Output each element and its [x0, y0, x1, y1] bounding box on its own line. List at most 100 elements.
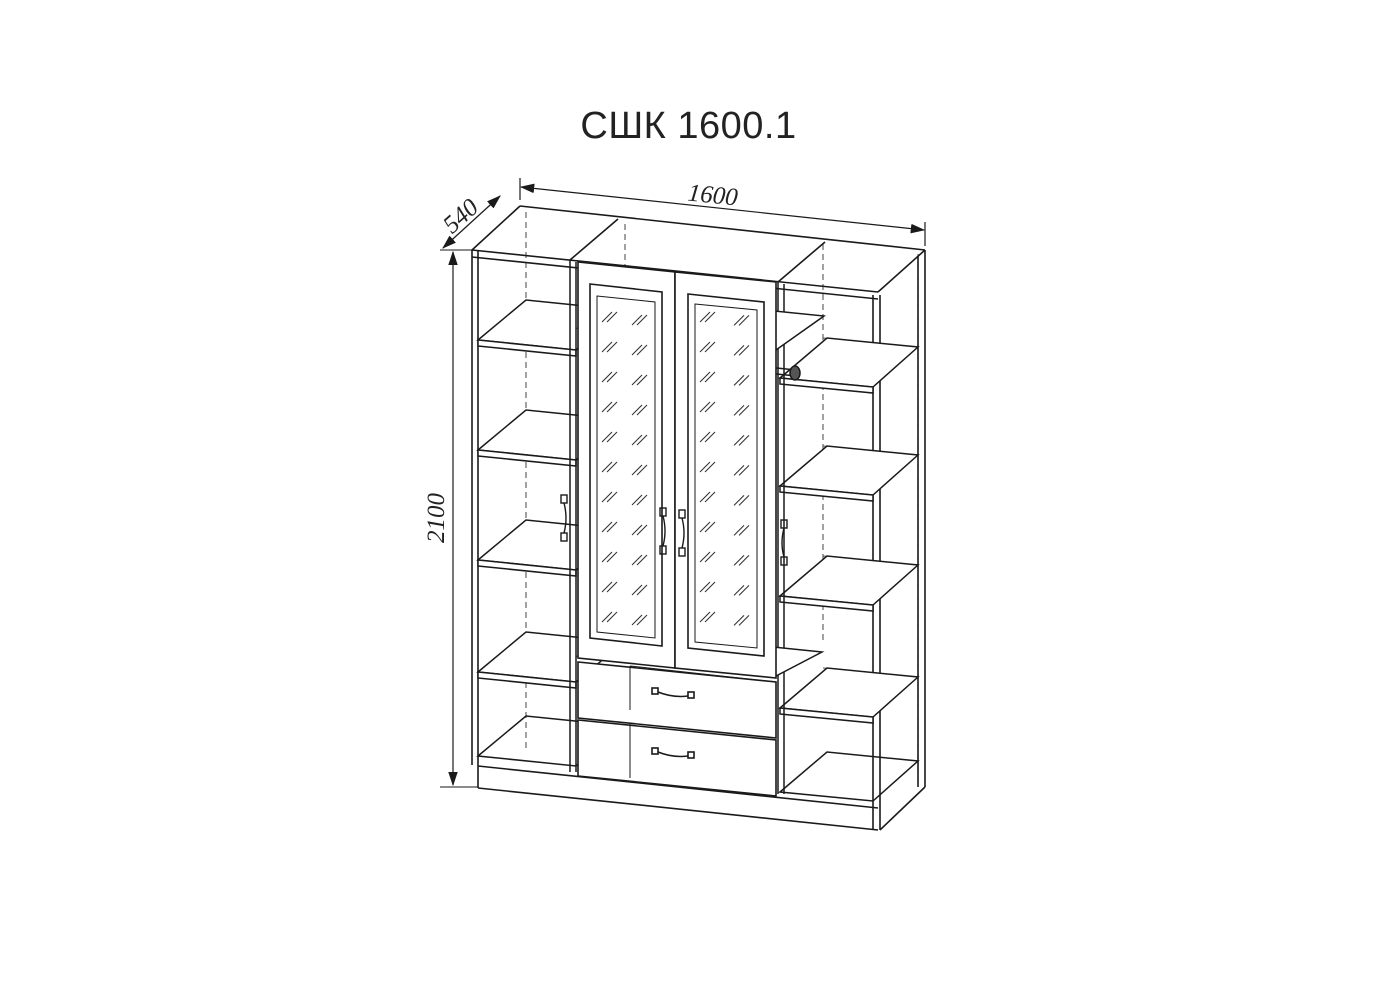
mirror-mark: [631, 464, 643, 476]
mirror-door-right: [674, 271, 777, 679]
drawer-lower: [577, 719, 777, 797]
mirror-mark: [606, 371, 618, 383]
mirror-mark: [636, 434, 648, 446]
dimension-height: 2100: [423, 249, 478, 788]
mirror-mark: [606, 311, 618, 323]
door-handle-icon: [780, 519, 788, 566]
mirror-mark: [631, 374, 643, 386]
door-handle-icon: [678, 509, 686, 557]
mirror-mark: [733, 435, 745, 446]
page-title: СШК 1600.1: [580, 105, 797, 147]
mirror-mark: [733, 615, 745, 626]
dimension-width: 1600: [519, 178, 926, 246]
mirror-mark: [733, 465, 745, 476]
mirror-mark: [699, 611, 711, 623]
mirror-mark: [601, 491, 613, 503]
mirror-mark: [699, 341, 711, 353]
mirror-mark: [704, 491, 716, 503]
mirror-mark: [631, 404, 643, 416]
mirror-mark: [601, 341, 613, 353]
mirror-mark: [699, 461, 711, 473]
mirror-mark: [704, 431, 716, 443]
mirror-mark: [636, 464, 648, 476]
mirror-mark: [699, 401, 711, 413]
mirror-mark: [601, 551, 613, 563]
mirror-mark: [606, 521, 618, 533]
mirror-mark: [733, 375, 745, 386]
mirror-mark: [606, 611, 618, 623]
mirror-mark: [636, 494, 648, 506]
mirror-mark: [601, 611, 613, 623]
mirror-mark: [631, 524, 643, 536]
mirror-mark: [738, 405, 750, 416]
mirror-mark: [733, 525, 745, 536]
mirror-mark: [699, 581, 711, 593]
mirror-door-left: [577, 261, 676, 669]
mirror-mark: [636, 404, 648, 416]
mirror-mark: [631, 494, 643, 506]
dimension-depth: 540: [438, 194, 501, 251]
drawer-handle-icon: [651, 747, 695, 759]
mirror-reflection-marks: [601, 311, 750, 626]
mirror-mark: [601, 431, 613, 443]
mirror-mark: [738, 345, 750, 356]
mirror-mark: [704, 521, 716, 533]
mirror-mark: [733, 495, 745, 506]
mirror-mark: [704, 371, 716, 383]
mirror-mark: [631, 314, 643, 326]
right-shelving-section: [777, 282, 920, 802]
mirror-mark: [636, 614, 648, 626]
mirror-mark: [601, 401, 613, 413]
mirror-mark: [631, 434, 643, 446]
mirror-mark: [704, 581, 716, 593]
mirror-mark: [699, 311, 711, 323]
mirror-mark: [738, 555, 750, 566]
mirror-mark: [636, 524, 648, 536]
mirror-mark: [704, 341, 716, 353]
mirror-mark: [606, 341, 618, 353]
mirror-mark: [636, 584, 648, 596]
mirror-mark: [631, 554, 643, 566]
mirror-mark: [699, 491, 711, 503]
mirror-mark: [738, 315, 750, 326]
mirror-mark: [699, 521, 711, 533]
mirror-mark: [631, 614, 643, 626]
mirror-mark: [699, 551, 711, 563]
mirror-mark: [636, 374, 648, 386]
door-handle-icon: [659, 507, 667, 555]
mirror-mark: [606, 551, 618, 563]
dimension-height-label: 2100: [423, 493, 450, 544]
mirror-mark: [704, 611, 716, 623]
mirror-mark: [601, 461, 613, 473]
mirror-mark: [738, 375, 750, 386]
mirror-mark: [733, 345, 745, 356]
mirror-mark: [704, 551, 716, 563]
door-handle-icon: [560, 494, 568, 542]
dimension-width-label: 1600: [687, 180, 740, 212]
dimension-depth-label: 540: [438, 194, 484, 239]
mirror-mark: [704, 461, 716, 473]
mirror-mark: [601, 311, 613, 323]
mirror-mark: [733, 405, 745, 416]
mirror-mark: [601, 581, 613, 593]
mirror-mark: [738, 465, 750, 476]
mirror-mark: [704, 311, 716, 323]
mirror-mark: [601, 521, 613, 533]
mirror-mark: [606, 581, 618, 593]
mirror-mark: [631, 584, 643, 596]
mirror-mark: [738, 585, 750, 596]
mirror-mark: [699, 431, 711, 443]
drawer-upper: [577, 661, 777, 739]
mirror-mark: [631, 344, 643, 356]
mirror-mark: [733, 315, 745, 326]
mirror-mark: [733, 555, 745, 566]
mirror-mark: [601, 371, 613, 383]
mirror-mark: [733, 585, 745, 596]
mirror-mark: [699, 371, 711, 383]
mirror-mark: [606, 431, 618, 443]
mirror-mark: [636, 554, 648, 566]
mirror-mark: [738, 615, 750, 626]
mirror-mark: [636, 344, 648, 356]
mirror-mark: [738, 525, 750, 536]
